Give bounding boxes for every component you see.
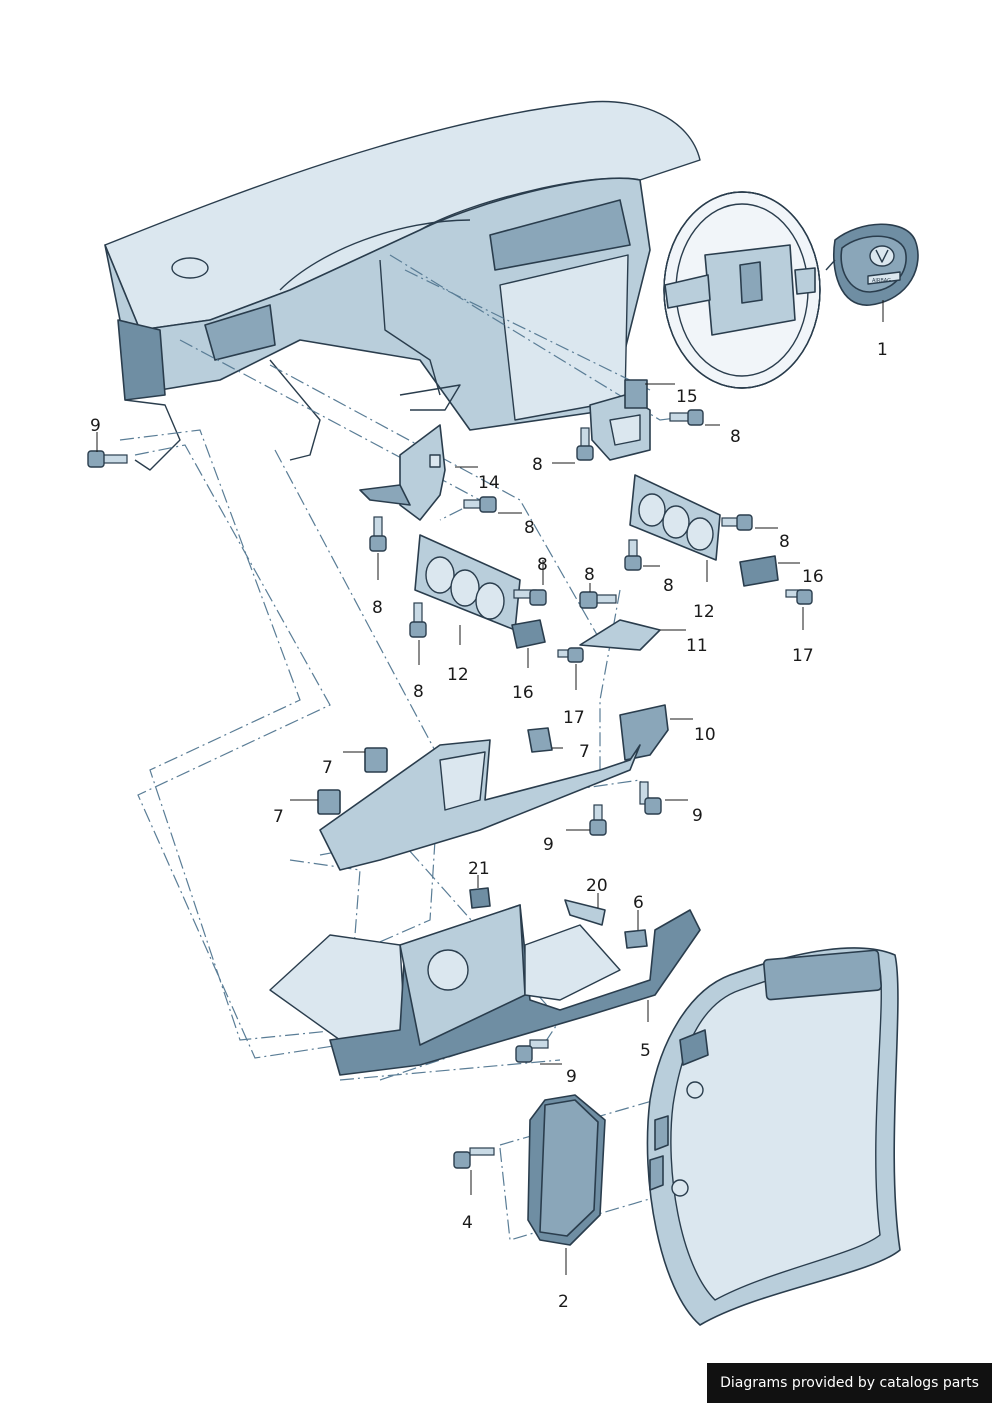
callout-10: 10	[694, 725, 716, 745]
bolt-8-after-14	[463, 496, 497, 513]
part-20-holder	[564, 899, 606, 926]
callout-8g: 8	[663, 576, 674, 596]
credit-banner[interactable]: Diagrams provided by catalogs parts	[707, 1363, 992, 1403]
callout-8e: 8	[779, 532, 790, 552]
callout-8d: 8	[537, 555, 548, 575]
callout-9a: 9	[90, 416, 101, 436]
part-15-bracket	[589, 379, 651, 461]
screw-4	[453, 1147, 495, 1169]
airbag-logo-text: AIRBAG	[872, 278, 891, 284]
callout-14: 14	[478, 473, 500, 493]
callout-6: 6	[633, 893, 644, 913]
steering-wheel	[663, 191, 821, 389]
bolt-17-left	[557, 647, 584, 663]
part-7-clip-lower	[317, 789, 341, 815]
callout-5: 5	[640, 1041, 651, 1061]
part-12-cable-clamp-right	[629, 474, 721, 561]
part-2-passenger-airbag	[527, 1094, 606, 1246]
callout-9b: 9	[692, 806, 703, 826]
callout-labels: 1 2 4 5 6 7 7 7 8 8 8 8 8 8 8 8 8 9 9 9 …	[90, 340, 888, 1312]
leader-lines	[96, 300, 884, 1275]
part-16-clip-nut-right	[739, 555, 779, 587]
bolt-17-right	[785, 589, 813, 605]
part-14-bracket	[359, 424, 446, 521]
bolt-8-vertical-lower	[409, 602, 427, 638]
bolts	[87, 409, 813, 1169]
callout-8i: 8	[413, 682, 424, 702]
part-7-clip-upper	[364, 747, 388, 773]
callout-7c: 7	[273, 807, 284, 827]
dashboard-assembly	[104, 100, 701, 471]
part-7-clip-right	[527, 727, 553, 753]
bolt-8-clamp-right	[721, 514, 753, 531]
bolt-8-vertical-upper	[576, 427, 594, 461]
callout-15: 15	[676, 387, 698, 407]
airbag-cover-panel	[646, 947, 901, 1326]
callout-8b: 8	[532, 455, 543, 475]
callout-2: 2	[558, 1292, 569, 1312]
part-21-clip	[469, 887, 491, 909]
bolt-9-top-left	[87, 450, 128, 468]
callout-11: 11	[686, 636, 708, 656]
lower-trim-carrier	[319, 739, 641, 871]
bolt-8-near-11	[579, 591, 617, 609]
callout-17a: 17	[563, 708, 585, 728]
callout-16b: 16	[802, 567, 824, 587]
part-10-bracket	[619, 704, 669, 761]
callout-16a: 16	[512, 683, 534, 703]
bolt-9-middle	[589, 804, 607, 836]
callout-20: 20	[586, 876, 608, 896]
callout-1: 1	[877, 340, 888, 360]
callout-7a: 7	[322, 758, 333, 778]
callout-7b: 7	[579, 742, 590, 762]
bolt-8-vertical-left	[369, 516, 387, 552]
bolt-8-near-15	[669, 409, 704, 426]
callout-12b: 12	[693, 602, 715, 622]
callout-12a: 12	[447, 665, 469, 685]
part-16-clip-nut-left	[511, 619, 546, 649]
part-11-bracket	[579, 619, 661, 651]
bolt-9-bottom	[515, 1039, 549, 1063]
callout-17b: 17	[792, 646, 814, 666]
callout-21: 21	[468, 859, 490, 879]
bolt-8-clamp-left	[513, 589, 547, 606]
part-12-cable-clamp-left	[414, 534, 521, 631]
part-5-lower-panel	[269, 904, 701, 1076]
callout-9d: 9	[566, 1067, 577, 1087]
bolt-8-vertical-right	[624, 539, 642, 571]
callout-4: 4	[462, 1213, 473, 1233]
part-6-nut	[624, 929, 648, 949]
part-1-driver-airbag: AIRBAG	[825, 223, 919, 306]
callout-8a: 8	[730, 427, 741, 447]
bolt-9-right	[639, 781, 662, 815]
callout-8h: 8	[372, 598, 383, 618]
callout-8f: 8	[584, 565, 595, 585]
callout-9c: 9	[543, 835, 554, 855]
callout-8c: 8	[524, 518, 535, 538]
